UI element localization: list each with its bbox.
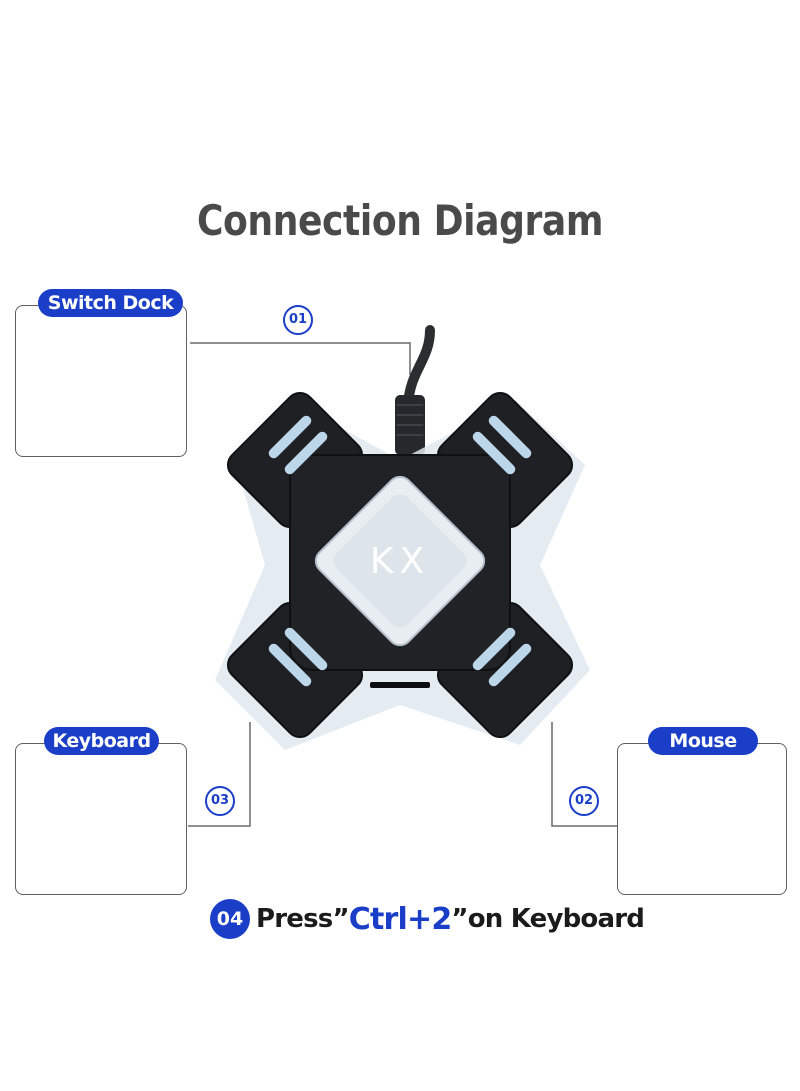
footer-text-before: Press” [256, 904, 350, 934]
connector-line-mouse [551, 722, 617, 827]
footer-key-combo: Ctrl+2 [348, 901, 452, 937]
step-02-badge: 02 [569, 786, 599, 816]
step-01-badge: 01 [283, 305, 313, 335]
step-03-badge: 03 [205, 786, 235, 816]
hub-cable [395, 325, 435, 455]
hub-logo: KX [370, 541, 430, 582]
keyboard-label: Keyboard [44, 727, 159, 755]
step-04-badge: 04 [210, 899, 250, 939]
connector-line-switch [190, 342, 411, 375]
footer-instruction: 04 Press” Ctrl+2 ”on Keyboard [210, 897, 645, 941]
page-title: Connection Diagram [196, 196, 604, 245]
mouse-label: Mouse [648, 727, 758, 755]
keyboard-panel [15, 743, 187, 895]
footer-text-after: ”on Keyboard [451, 904, 645, 934]
mouse-panel [617, 743, 787, 895]
kx-adapter-icon [215, 391, 590, 750]
switch-dock-panel [15, 305, 187, 457]
switch-dock-label: Switch Dock [38, 289, 183, 317]
connector-line-keyboard [188, 722, 251, 827]
